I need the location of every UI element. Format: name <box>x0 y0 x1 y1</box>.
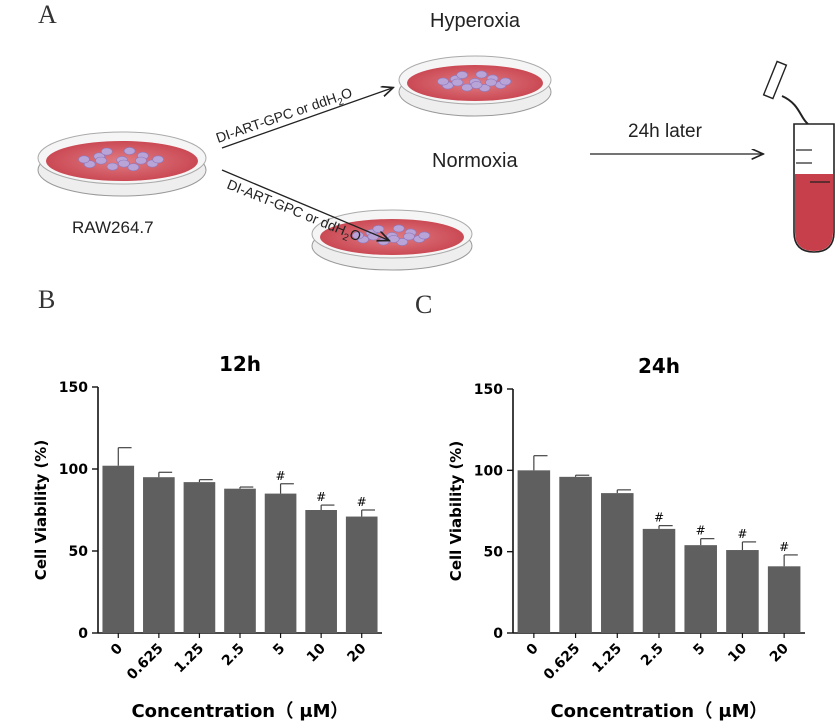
hyperoxia-label: Hyperoxia <box>430 10 521 32</box>
y-tick-label: 0 <box>78 626 88 642</box>
centrifuge-tube-icon <box>762 60 835 253</box>
y-tick-label: 150 <box>59 380 88 396</box>
cell-icon <box>377 237 390 246</box>
x-tick-label: 10 <box>725 640 750 665</box>
significance-marker: # <box>357 495 367 509</box>
bar <box>345 516 378 633</box>
cell-cluster <box>78 147 164 172</box>
significance-marker: # <box>696 524 706 538</box>
cell-icon <box>418 231 431 240</box>
source-dish <box>37 131 207 197</box>
cell-icon <box>451 78 464 87</box>
cell-icon <box>485 78 497 87</box>
significance-marker: # <box>276 469 286 483</box>
cell-icon <box>95 156 107 165</box>
cell-icon <box>437 77 449 86</box>
bar <box>102 465 135 633</box>
cell-icon <box>152 155 164 164</box>
x-tick-label: 0 <box>108 640 126 658</box>
chart-title: 12h <box>219 352 261 376</box>
bar <box>684 545 717 633</box>
bar <box>601 493 634 633</box>
panel-letter-a: A <box>38 0 57 29</box>
significance-marker: # <box>737 527 747 541</box>
cell-line-label: RAW264.7 <box>72 218 154 237</box>
schematic-diagram: DI-ART-GPC or ddH2O DI-ART-GPC or ddH2O <box>37 55 835 271</box>
x-tick-label: 20 <box>344 640 369 665</box>
bar <box>642 528 676 633</box>
bar <box>264 493 297 633</box>
cell-icon <box>499 77 512 86</box>
time-label: 24h later <box>628 121 702 142</box>
y-tick-label: 0 <box>493 626 503 642</box>
y-tick-label: 50 <box>484 545 504 561</box>
x-tick-label: 2.5 <box>638 641 667 670</box>
normoxia-label: Normoxia <box>432 150 518 172</box>
cell-icon <box>135 156 147 165</box>
bar <box>224 488 256 633</box>
x-axis-label: Concentration（ μM） <box>131 701 348 722</box>
cell-icon <box>127 163 140 172</box>
cell-icon <box>123 147 136 155</box>
cell-icon <box>470 81 483 89</box>
cell-icon <box>372 225 385 233</box>
cell-icon <box>392 224 405 233</box>
x-tick-label: 5 <box>270 641 288 659</box>
chart-title: 24h <box>638 354 680 378</box>
x-tick-label: 1.25 <box>172 641 208 677</box>
significance-marker: # <box>654 511 664 525</box>
significance-marker: # <box>316 490 326 504</box>
x-tick-label: 0.625 <box>124 641 167 684</box>
bar <box>767 566 801 633</box>
x-axis-label: Concentration（ μM） <box>550 701 767 722</box>
treatment-label-top: DI-ART-GPC or ddH2O <box>214 84 356 150</box>
cell-icon <box>106 162 119 171</box>
cell-icon <box>403 232 415 241</box>
y-tick-label: 100 <box>59 462 88 478</box>
x-tick-label: 2.5 <box>219 641 248 670</box>
bar <box>517 470 551 633</box>
x-tick-label: 1.25 <box>589 641 625 677</box>
bar <box>143 477 175 633</box>
x-tick-label: 5 <box>690 641 708 659</box>
bar <box>726 550 759 633</box>
y-tick-label: 50 <box>69 544 89 560</box>
y-axis-label: Cell Viability (%) <box>32 440 50 580</box>
arrow-to-normoxia <box>221 169 388 240</box>
normoxia-dish <box>311 209 473 271</box>
panel-letter-b: B <box>38 285 56 314</box>
cell-icon <box>78 155 90 164</box>
bar <box>183 482 216 633</box>
arrow-to-hyperoxia <box>221 88 392 149</box>
hyperoxia-dish <box>398 55 552 117</box>
bar <box>559 476 592 633</box>
x-tick-label: 0 <box>523 640 541 658</box>
cell-icon <box>118 159 130 168</box>
x-tick-label: 10 <box>304 640 329 665</box>
cell-cluster <box>437 70 512 92</box>
cell-icon <box>475 70 488 79</box>
x-tick-label: 20 <box>767 640 792 665</box>
x-tick-label: 0.625 <box>541 641 584 684</box>
cell-icon <box>387 235 400 243</box>
bar <box>305 510 337 633</box>
panel-letter-c: C <box>415 290 433 319</box>
cell-icon <box>352 231 364 240</box>
y-tick-label: 100 <box>474 463 503 479</box>
y-tick-label: 150 <box>474 382 503 398</box>
significance-marker: # <box>779 540 789 554</box>
cell-icon <box>456 71 469 79</box>
cell-icon <box>101 147 113 156</box>
treatment-label-bottom: DI-ART-GPC or ddH2O <box>223 176 363 248</box>
y-axis-label: Cell Viability (%) <box>447 441 465 581</box>
